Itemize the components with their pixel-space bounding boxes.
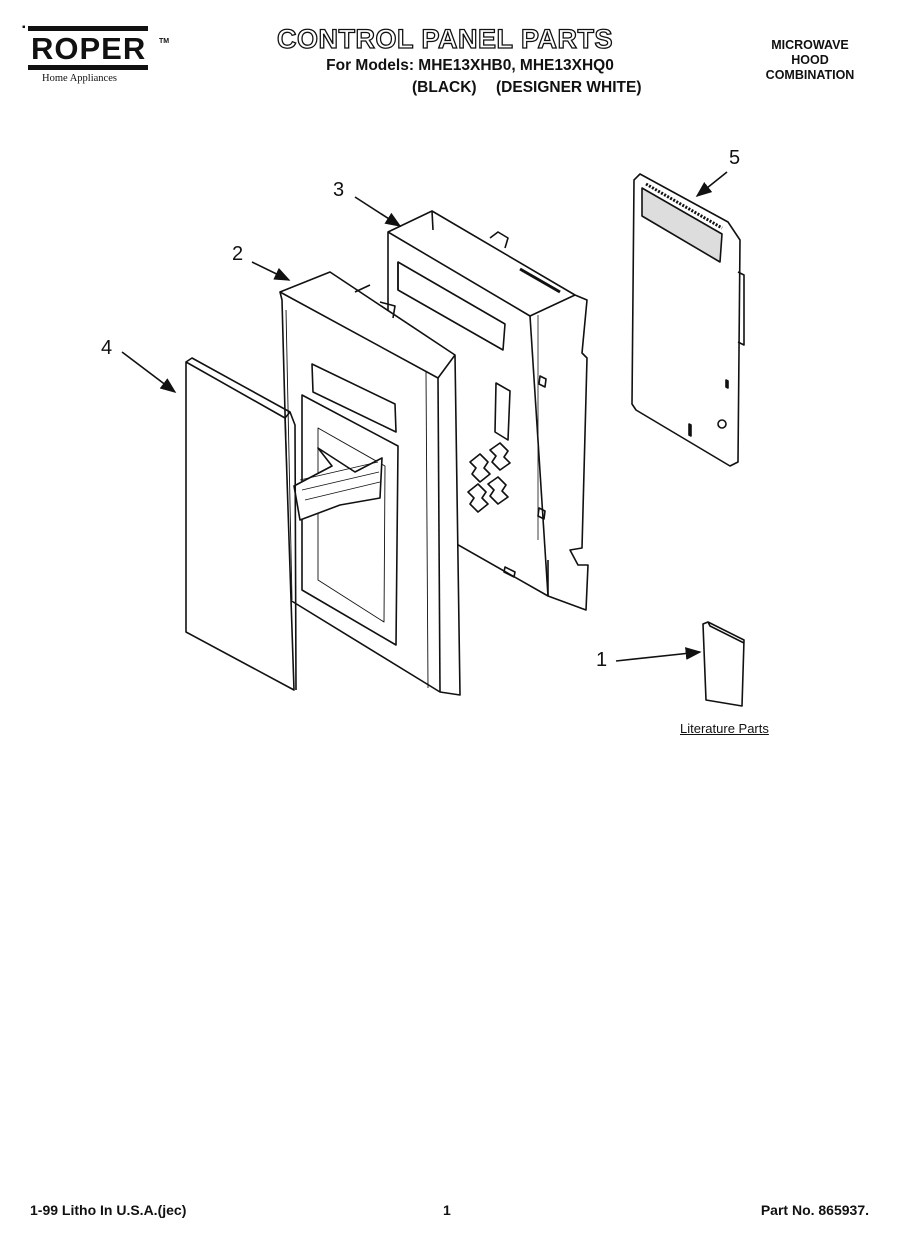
literature-parts-label: Literature Parts <box>680 721 769 736</box>
part-5-circuit-board <box>631 173 745 467</box>
part-2-control-panel-frame <box>279 271 461 696</box>
arrow-5 <box>695 171 728 197</box>
product-type-line-1: MICROWAVE <box>771 38 849 52</box>
page-title: CONTROL PANEL PARTS <box>276 24 614 54</box>
color-black: (BLACK) <box>412 79 477 96</box>
product-type-line-3: COMBINATION <box>765 68 855 82</box>
brand-tagline: Home Appliances <box>42 73 117 84</box>
brand-name: ROPER <box>28 26 149 70</box>
product-type-line-2: HOOD <box>791 53 829 67</box>
part-1-literature <box>702 621 745 707</box>
callout-1: 1 <box>596 649 608 671</box>
arrow-3 <box>354 196 402 227</box>
registration-dot: ▪ <box>22 22 26 33</box>
color-designer-white: (DESIGNER WHITE) <box>496 79 642 96</box>
part-number: Part No. 865937. <box>760 1202 869 1218</box>
arrow-4 <box>121 351 177 393</box>
callout-arrows <box>121 171 728 662</box>
brand-trademark: TM <box>159 38 170 45</box>
model-numbers: For Models: MHE13XHB0, MHE13XHQ0 <box>326 57 614 74</box>
roper-logo: ▪ ROPER TM Home Appliances <box>22 22 170 84</box>
part-4-overlay <box>185 357 297 691</box>
arrow-1 <box>615 647 702 662</box>
product-type: MICROWAVE HOOD COMBINATION <box>740 38 880 83</box>
page-number: 1 <box>443 1202 451 1218</box>
arrow-2 <box>251 261 291 281</box>
print-info: 1-99 Litho In U.S.A.(jec) <box>30 1202 187 1218</box>
callout-2: 2 <box>232 243 244 265</box>
callout-3: 3 <box>333 179 345 201</box>
callout-5: 5 <box>729 147 741 169</box>
callout-4: 4 <box>101 337 113 359</box>
